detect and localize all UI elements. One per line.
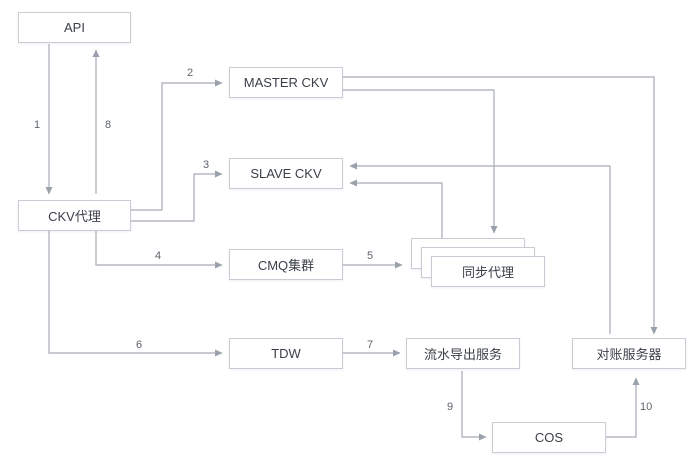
node-reconcile-service-label: 对账服务器 — [596, 347, 662, 362]
edge-label-6: 6 — [136, 339, 142, 351]
edge-label-4: 4 — [155, 250, 161, 262]
node-flow-export-service-label: 流水导出服务 — [423, 347, 502, 362]
node-slave-ckv-label: SLAVE CKV — [250, 166, 322, 181]
node-tdw: TDW — [229, 338, 343, 369]
edge-reconcile-slave-line — [349, 162, 611, 334]
node-sync-proxy-label: 同步代理 — [461, 265, 514, 280]
node-api: API — [18, 12, 131, 43]
node-reconcile-service: 对账服务器 — [572, 338, 686, 369]
node-ckv-proxy: CKV代理 — [18, 200, 131, 231]
edge-6-line — [48, 230, 223, 357]
edge-label-1: 1 — [34, 119, 40, 131]
edge-master-reconcile-line — [343, 76, 658, 335]
edge-label-5: 5 — [367, 250, 373, 262]
node-tdw-label: TDW — [271, 346, 301, 361]
node-cmq-cluster-label: CMQ集群 — [257, 258, 315, 273]
edge-4-line — [95, 230, 223, 269]
edge-2-line — [131, 79, 223, 211]
node-cos-label: COS — [534, 430, 564, 445]
edge-label-2: 2 — [187, 67, 193, 79]
edge-label-3: 3 — [203, 159, 209, 171]
edge-sync-slave-line — [349, 179, 443, 238]
edge-10-line — [606, 377, 640, 438]
node-api-label: API — [64, 20, 85, 35]
edge-label-9: 9 — [447, 401, 453, 413]
node-master-ckv-label: MASTER CKV — [243, 75, 329, 90]
node-master-ckv: MASTER CKV — [229, 67, 343, 98]
node-cos: COS — [492, 422, 606, 453]
node-cmq-cluster: CMQ集群 — [229, 249, 343, 280]
edge-label-8: 8 — [105, 119, 111, 131]
node-flow-export-service: 流水导出服务 — [406, 338, 520, 369]
edge-master-sync-line — [343, 89, 498, 234]
edge-9-line — [461, 371, 487, 441]
node-slave-ckv: SLAVE CKV — [229, 158, 343, 189]
node-sync-proxy: 同步代理 — [431, 256, 545, 287]
edge-label-10: 10 — [640, 401, 652, 413]
edge-3-line — [131, 170, 223, 222]
node-ckv-proxy-label: CKV代理 — [48, 209, 101, 224]
edge-label-7: 7 — [367, 339, 373, 351]
